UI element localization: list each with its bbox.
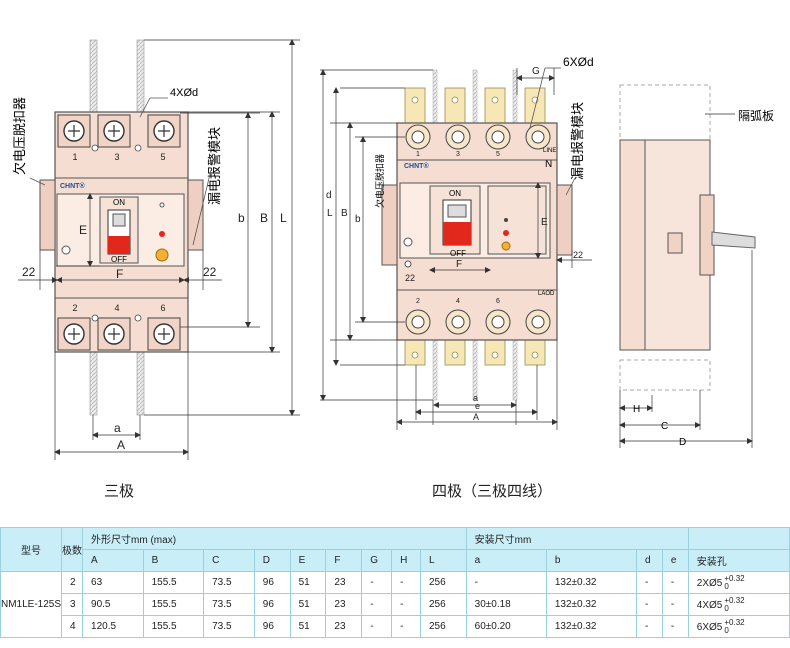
test-button-3p — [159, 231, 165, 237]
col-A: A — [82, 549, 144, 572]
col-G: G — [361, 549, 393, 572]
off-label-4p: OFF — [450, 249, 466, 258]
col-D: D — [253, 549, 291, 572]
col-E: E — [289, 549, 327, 572]
on-label-3p: ON — [113, 198, 125, 207]
col-b: b — [545, 549, 637, 572]
undervoltage-release-label-3p: 欠电压脱扣器 — [12, 97, 27, 175]
connection-plates — [404, 87, 546, 366]
leakage-alarm-module-label-4p: 漏电报警模块 — [570, 102, 585, 180]
top-terminal-1: 1 — [72, 152, 77, 162]
col-d: d — [635, 549, 663, 572]
side-handle — [711, 231, 756, 249]
caption-four-pole: 四极（三极四线） — [432, 482, 553, 500]
poles-header: 极数 — [61, 527, 84, 572]
mount-dims-header: 安装尺寸mm — [465, 527, 689, 550]
four-pole-view: 1 3 5 2 4 6 LINE LAOD N CHNT® ON OFF 欠电压… — [320, 55, 594, 430]
dim-L-4p: L — [327, 208, 333, 219]
test-button-4p — [503, 230, 509, 236]
dim-H-side: H — [633, 404, 640, 415]
bottom-terminal-2-4p: 2 — [416, 298, 420, 305]
dim-C-side: C — [661, 421, 668, 432]
bottom-terminal-4-4p: 4 — [456, 298, 460, 305]
top-terminal-5-4p: 5 — [496, 151, 500, 158]
reset-button-3p — [155, 248, 169, 262]
off-label-3p: OFF — [111, 255, 127, 264]
col-L: L — [419, 549, 467, 572]
bottom-terminal-6: 6 — [160, 303, 165, 313]
laod-label: LAOD — [538, 291, 555, 297]
dim-D-side: D — [679, 437, 686, 448]
dim-G-4p: G — [532, 66, 540, 77]
on-label-4p: ON — [449, 189, 461, 198]
dim-a-3p: a — [114, 421, 121, 435]
side-body-back — [619, 139, 646, 351]
dim-d-4p: d — [326, 190, 332, 201]
line-label: LINE — [543, 148, 556, 154]
three-pole-view: 1 3 5 2 4 6 CHNT® ON OFF 欠电压脱扣器 漏电报警模块 4… — [12, 39, 300, 460]
dim-22-bottom-4p: 22 — [405, 273, 415, 283]
dim-e-4p: e — [475, 401, 480, 411]
top-terminal-3-4p: 3 — [456, 151, 460, 158]
dim-22-left-3p: 22 — [22, 265, 36, 279]
model-header: 型号 — [0, 527, 63, 572]
table-row: 4 120.5 155.5 73.5 96 51 23 - - 256 60±0… — [1, 615, 790, 638]
model-cell: NM1LE-125S — [0, 571, 63, 638]
top-terminal-5: 5 — [160, 152, 165, 162]
holes-label-4p: 6XØd — [563, 55, 594, 69]
dim-A-3p: A — [117, 438, 125, 452]
bottom-terminal-4: 4 — [114, 303, 119, 313]
dimension-drawings: 1 3 5 2 4 6 CHNT® ON OFF 欠电压脱扣器 漏电报警模块 4… — [12, 39, 774, 460]
dim-F-3p: F — [116, 267, 123, 281]
dim-a-4p: a — [473, 393, 478, 403]
reset-button-4p — [501, 241, 511, 251]
table-row: NM1LE-125S 2 63 155.5 73.5 96 51 23 - - … — [0, 571, 790, 638]
top-terminal-1-4p: 1 — [416, 151, 420, 158]
dim-E-3p: E — [79, 223, 87, 237]
col-F: F — [325, 549, 363, 572]
dim-A-4p: A — [473, 412, 479, 422]
col-B: B — [142, 549, 205, 572]
bottom-terminal-6-4p: 6 — [496, 298, 500, 305]
bottom-terminal-2: 2 — [72, 303, 77, 313]
undervoltage-release-label-4p: 欠电压脱扣器 — [374, 154, 385, 208]
holes-label-3p: 4XØd — [170, 87, 198, 99]
top-terminal-3: 3 — [114, 152, 119, 162]
outer-dims-header: 外形尺寸mm (max) — [82, 527, 467, 550]
dim-b-4p: b — [355, 214, 361, 225]
col-hole: 安装孔 — [687, 549, 790, 572]
col-e: e — [661, 549, 689, 572]
leakage-alarm-module-label-3p: 漏电报警模块 — [207, 127, 222, 205]
col-C: C — [203, 549, 255, 572]
table-row: 3 90.5 155.5 73.5 96 51 23 - - 256 30±0.… — [1, 593, 790, 616]
dim-22-right-3p: 22 — [203, 265, 217, 279]
dim-22-4p: 22 — [573, 250, 583, 260]
neutral-label: N — [545, 159, 552, 170]
col-H: H — [391, 549, 421, 572]
dim-B-4p: B — [341, 208, 348, 219]
col-a: a — [465, 549, 547, 572]
dim-E-4p: E — [541, 217, 548, 228]
dim-L-3p: L — [280, 211, 287, 225]
brand-logo-4p: CHNT® — [404, 162, 429, 170]
dim-B-3p: B — [260, 211, 268, 225]
caption-three-pole: 三极 — [104, 482, 135, 500]
dimension-table: 型号 极数 外形尺寸mm (max) 安装尺寸mm A B C D E F G … — [0, 527, 790, 638]
arc-barrier-label: 隔弧板 — [738, 109, 774, 123]
dim-b-3p: b — [238, 211, 245, 225]
dim-F-4p: F — [456, 259, 462, 270]
brand-logo-3p: CHNT® — [60, 182, 85, 190]
side-view: 隔弧板 H C D — [619, 84, 774, 448]
